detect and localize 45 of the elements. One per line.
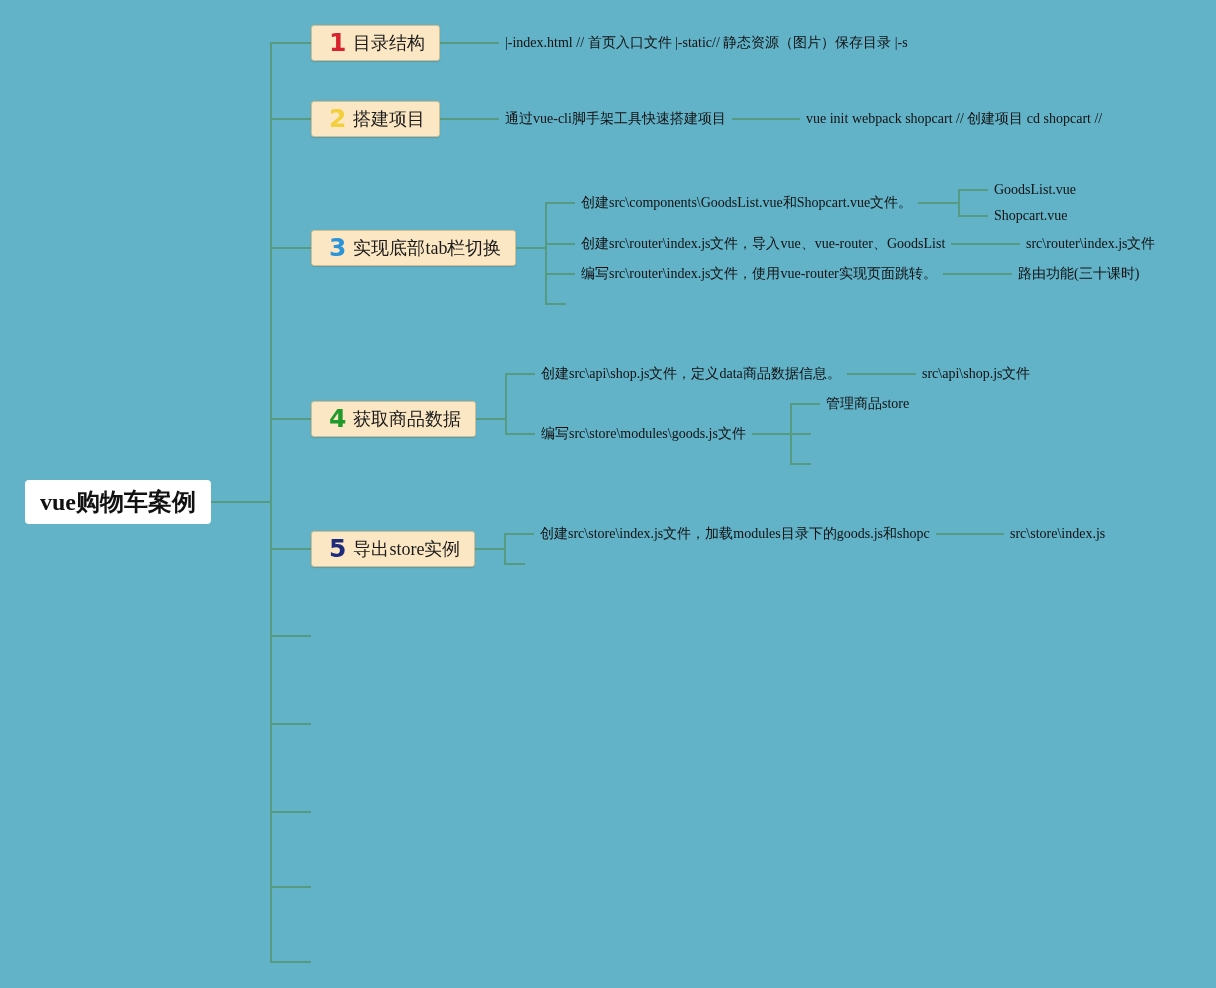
branch-line	[515, 247, 567, 305]
topic-box	[311, 401, 477, 437]
topic-label: 目录结构	[353, 32, 426, 55]
branch-text: src\api\shop.js文件	[916, 364, 1037, 384]
branch-line	[942, 273, 1013, 275]
branch-line	[474, 548, 526, 565]
topic-box	[311, 101, 441, 137]
branch-text: 路由功能(三十课时)	[1012, 264, 1146, 284]
topic-number: 5	[329, 535, 347, 563]
branch-text: 创建src\components\GoodsList.vue和Shopcart.vue文件。	[575, 193, 919, 213]
branch-text: GoodsList.vue	[988, 180, 1083, 200]
branch-text: 创建src\router\index.js文件，导入vue、vue-router、GoodsList	[575, 234, 952, 254]
branch-line	[846, 373, 917, 375]
branch-line	[935, 533, 1005, 535]
topic-label: 实现底部tab栏切换	[353, 237, 502, 260]
branch-line	[439, 118, 500, 120]
branch-text: 编写src\store\modules\goods.js文件	[535, 424, 752, 444]
topic-box	[311, 25, 441, 61]
topic-number: 4	[329, 405, 347, 433]
branch-text: 创建src\store\index.js文件，加载modules目录下的goods.js和shopc	[534, 524, 936, 544]
branch-text: 通过vue-cli脚手架工具快速搭建项目	[499, 109, 732, 129]
branch-line	[950, 243, 1021, 245]
topic-label: 获取商品数据	[353, 408, 462, 431]
branch-line	[731, 118, 801, 120]
topic-box	[311, 531, 476, 567]
topic-number: 3	[329, 234, 347, 262]
branch-text: 管理商品store	[820, 394, 916, 414]
branch-text: src\router\index.js文件	[1020, 234, 1162, 254]
topic-number: 1	[329, 29, 347, 57]
central-topic-title: vue购物车案例	[40, 488, 196, 517]
branch-text: Shopcart.vue	[988, 206, 1074, 226]
branch-text: vue init webpack shopcart // 创建项目 cd shopcart //	[800, 109, 1109, 129]
branch-text: 创建src\api\shop.js文件，定义data商品数据信息。	[535, 364, 847, 384]
central-topic-box	[25, 480, 211, 524]
branch-text: src\store\index.js	[1004, 524, 1112, 544]
branch-text: |-index.html // 首页入口文件 |-static// 静态资源（图片）保存目录 |-s	[499, 33, 914, 53]
topic-number: 2	[329, 105, 347, 133]
topic-label: 搭建项目	[353, 108, 426, 131]
branch-line	[475, 418, 536, 435]
branch-text: 编写src\router\index.js文件，使用vue-router实现页面跳转。	[575, 264, 943, 284]
topic-label: 导出store实例	[353, 538, 461, 561]
topic-box	[311, 230, 517, 266]
branch-line	[439, 42, 500, 44]
branch-line	[917, 202, 989, 217]
branch-line	[751, 433, 812, 465]
